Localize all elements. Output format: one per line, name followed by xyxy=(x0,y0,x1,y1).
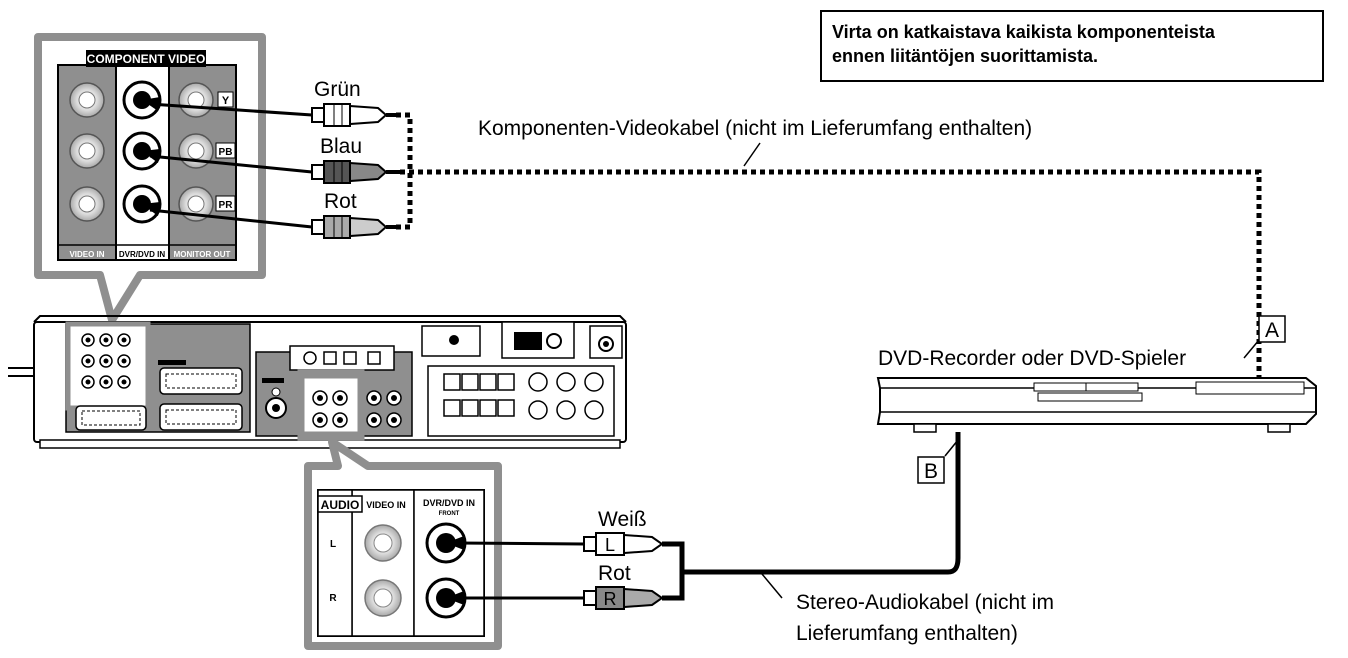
plug-audio-white: L xyxy=(583,532,664,556)
audio-dvr-label: DVR/DVD IN xyxy=(423,498,475,508)
video-cable-plugs: Grün Blau Rot xyxy=(142,78,400,239)
audio-plug-label-white: Weiß xyxy=(598,508,647,531)
notice-line-2: ennen liitäntöjen suorittamista. xyxy=(832,46,1099,66)
receiver-rear-panel xyxy=(8,315,627,449)
plug-green xyxy=(311,103,396,127)
audio-cable-plugs: L R Weiß Rot xyxy=(446,508,664,610)
audio-row-l: L xyxy=(330,539,336,550)
plug-letter-r: R xyxy=(604,589,617,609)
col-label-monitor-out: MONITOR OUT xyxy=(174,250,231,259)
plug-red xyxy=(311,215,396,239)
col-label-video-in: VIDEO IN xyxy=(69,250,104,259)
audio-video-in-label: VIDEO IN xyxy=(366,500,406,510)
plug-audio-red: R xyxy=(583,586,664,610)
audio-title: AUDIO xyxy=(321,498,360,512)
audio-front-label: FRONT xyxy=(439,511,460,517)
audio-row-r: R xyxy=(329,593,337,604)
audio-cable-caption-2: Lieferumfang enthalten) xyxy=(796,622,1018,645)
component-video-title: COMPONENT VIDEO xyxy=(87,52,206,66)
row-label-pr: PR xyxy=(219,200,234,211)
video-cable-caption: Komponenten-Videokabel (nicht im Lieferu… xyxy=(478,117,1032,140)
video-cable-dotted xyxy=(396,112,1262,378)
device-name: DVD-Recorder oder DVD-Spieler xyxy=(878,347,1186,370)
plug-label-green: Grün xyxy=(314,78,361,101)
callout-a: A xyxy=(1265,319,1279,342)
plug-label-red: Rot xyxy=(324,190,357,213)
col-label-dvr-dvd-in: DVR/DVD IN xyxy=(119,250,165,259)
audio-plug-label-red: Rot xyxy=(598,562,631,585)
row-label-y: Y xyxy=(222,95,230,107)
audio-cable xyxy=(662,432,961,601)
power-off-notice: Virta on katkaistava kaikista komponente… xyxy=(820,10,1324,82)
notice-line-1: Virta on katkaistava kaikista komponente… xyxy=(832,22,1215,42)
audio-cable-caption-1: Stereo-Audiokabel (nicht im xyxy=(796,591,1054,614)
callout-b: B xyxy=(924,460,938,483)
dvd-device: DVD-Recorder oder DVD-Spieler A B xyxy=(876,315,1317,484)
component-video-callout: COMPONENT VIDEO VIDEO IN DVR/DVD IN MONI… xyxy=(34,33,266,324)
row-label-pb: PB xyxy=(219,147,233,158)
component-jacks xyxy=(69,80,214,224)
plug-blue xyxy=(311,160,400,184)
plug-letter-l: L xyxy=(605,535,615,555)
plug-label-blue: Blau xyxy=(320,135,362,158)
